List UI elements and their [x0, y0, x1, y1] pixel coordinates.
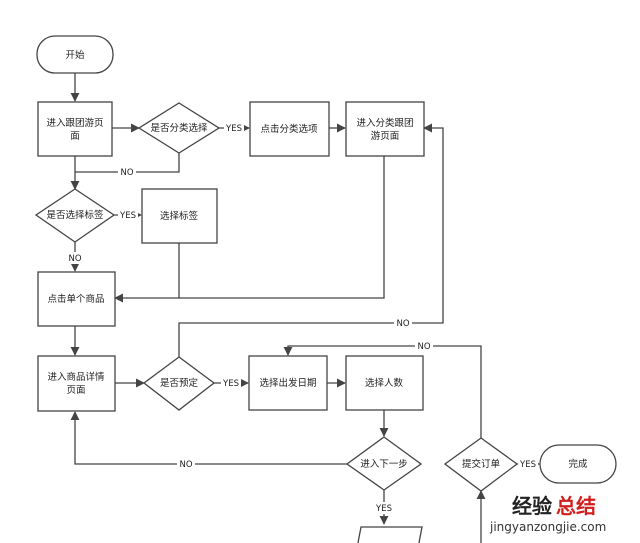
- watermark-url: jingyanzongjie.com: [489, 520, 606, 534]
- watermark-part1: 经验: [512, 494, 552, 518]
- node-click-category-label: 点击分类选项: [260, 123, 318, 135]
- node-choose-people-label: 选择人数: [365, 377, 404, 389]
- edge-label-submit-no: NO: [417, 342, 430, 352]
- node-enter-detail-page: 进入商品详情 页面: [37, 355, 116, 412]
- edge-label-category-no: NO: [120, 168, 133, 178]
- edge-label-book-no: NO: [396, 319, 409, 329]
- edge-category-page-to-product: [114, 156, 385, 303]
- edge-label-book-yes: YES: [222, 379, 239, 389]
- node-enter-tour-page: 进入跟团游页 面: [37, 101, 113, 157]
- node-submit-order: 提交订单: [443, 437, 519, 492]
- node-enter-detail-page-line1: 进入商品详情: [47, 371, 105, 383]
- watermark-part2: 总结: [556, 494, 596, 518]
- node-click-product-label: 点击单个商品: [47, 293, 104, 305]
- node-select-tag-label: 选择标签: [160, 210, 199, 222]
- node-choose-category-label: 是否分类选择: [150, 122, 208, 134]
- node-bottom-partial: [357, 526, 423, 543]
- node-choose-date: 选择出发日期: [248, 355, 328, 411]
- node-book: 是否预定: [142, 356, 216, 411]
- edge-category-no: [75, 153, 180, 173]
- edge-submit-no: [283, 345, 482, 438]
- node-choose-tag-label: 是否选择标签: [46, 209, 104, 221]
- edge-label-next-yes: YES: [375, 504, 392, 514]
- node-select-tag: 选择标签: [141, 188, 218, 244]
- node-click-category: 点击分类选项: [249, 101, 330, 157]
- node-done-label: 完成: [568, 458, 588, 470]
- node-start: 开始: [36, 35, 114, 74]
- edge-label-next-no: NO: [179, 460, 192, 470]
- node-submit-order-label: 提交订单: [462, 458, 501, 470]
- node-enter-category-page-line2: 游页面: [371, 130, 400, 142]
- node-choose-tag: 是否选择标签: [34, 188, 116, 243]
- edge-label-tag-yes: YES: [119, 211, 136, 221]
- node-start-label: 开始: [65, 49, 85, 61]
- edge-label-category-yes: YES: [225, 124, 242, 134]
- edge-next-no: [70, 411, 347, 465]
- node-choose-category: 是否分类选择: [137, 102, 221, 154]
- node-enter-detail-page-line2: 页面: [66, 385, 85, 396]
- node-enter-category-page-line1: 进入分类跟团: [356, 117, 413, 129]
- edge-labels: YES NO YES NO NO YES NO NO YES YES: [66, 121, 538, 514]
- edge-book-no: [178, 123, 444, 357]
- edge-label-tag-no: NO: [68, 254, 81, 264]
- node-next-step: 进入下一步: [345, 436, 423, 491]
- node-click-product: 点击单个商品: [37, 271, 116, 327]
- node-enter-category-page: 进入分类跟团 游页面: [345, 101, 425, 157]
- node-book-label: 是否预定: [160, 377, 199, 389]
- node-choose-people: 选择人数: [345, 355, 424, 411]
- node-done: 完成: [539, 444, 617, 484]
- node-enter-tour-page-line1: 进入跟团游页: [46, 117, 103, 129]
- node-enter-tour-page-line2: 面: [70, 131, 80, 142]
- edge-label-submit-yes: YES: [519, 460, 536, 470]
- watermark: 经验 总结 jingyanzongjie.com: [489, 494, 606, 534]
- node-choose-date-label: 选择出发日期: [259, 377, 316, 389]
- node-next-step-label: 进入下一步: [360, 459, 408, 470]
